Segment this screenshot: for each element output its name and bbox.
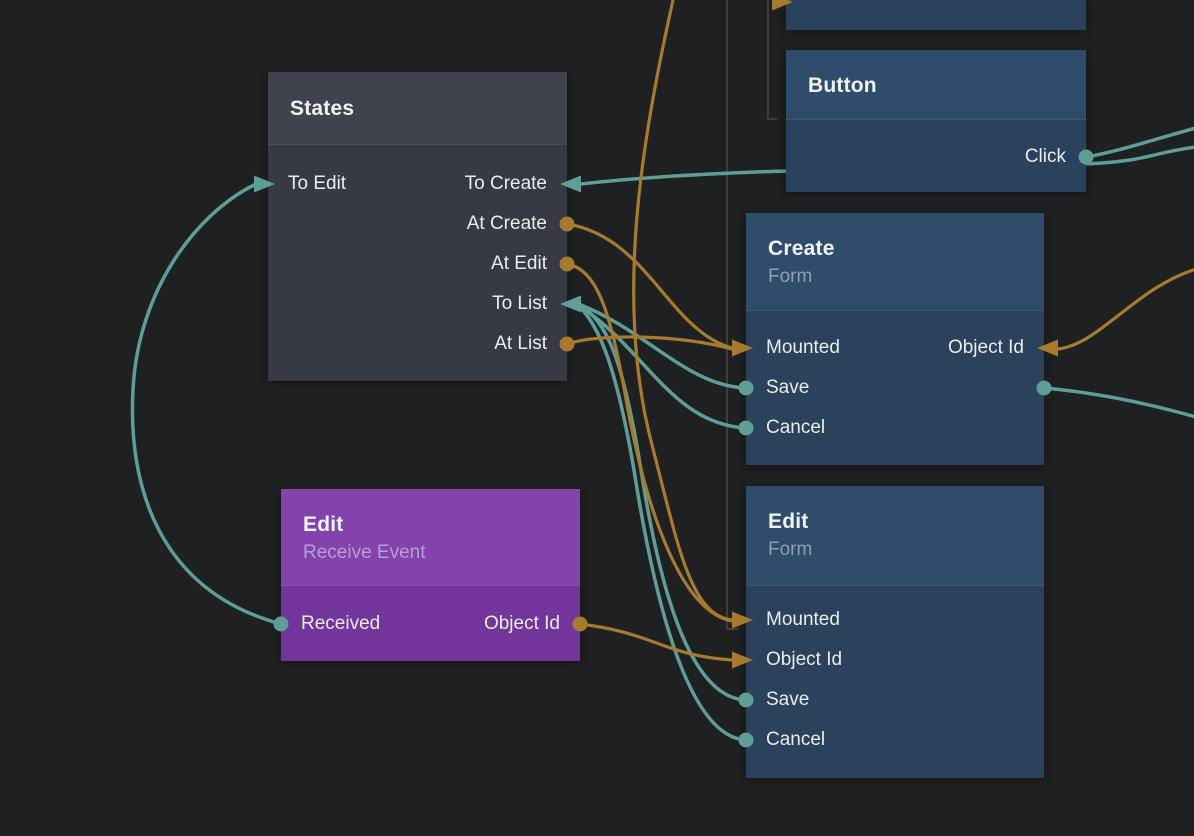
port-states-at-edit[interactable]: At Edit [491,253,547,274]
port-button-click[interactable]: Click [1024,146,1066,167]
wire-received-to-to-edit[interactable] [130,183,283,626]
port-states-at-create[interactable]: At Create [466,213,547,234]
port-edit-form-save[interactable]: Save [766,689,810,710]
wire-at-list-to-create-mounted[interactable] [565,335,734,351]
node-title: Edit [768,510,809,533]
port-edit-form-mounted[interactable]: Mounted [766,609,840,630]
wire-create-cancel-to-to-list[interactable] [579,305,748,430]
wire-click-to-offscreen-right[interactable] [1084,126,1194,159]
wire-objectid-to-edit-objectid[interactable] [578,622,734,662]
port-create-form-cancel[interactable]: Cancel [766,417,826,438]
wire-create-output-to-offscreen-right[interactable] [1042,386,1194,419]
wire-at-create-to-create-mounted[interactable] [565,222,734,350]
node-header[interactable]: Button [786,50,1086,120]
node-subtitle: Receive Event [303,542,426,563]
port-states-at-list[interactable]: At List [494,333,547,354]
wire-create-save-to-to-list[interactable] [579,303,748,390]
wire-at-edit-to-edit-mounted[interactable] [565,262,734,623]
port-states-to-list[interactable]: To List [492,293,547,314]
node-title: Create [768,237,835,260]
port-create-form-object-id[interactable]: Object Id [947,337,1024,358]
port-edit-receive-event-object-id[interactable]: Object Id [483,613,560,634]
wire-edit-save-to-to-list[interactable] [579,303,748,702]
wire-edit-cancel-to-to-list[interactable] [578,305,748,742]
node-top-partial[interactable] [786,0,1086,30]
hierarchy-guide-short [767,0,777,120]
port-create-form-mounted[interactable]: Mounted [766,337,840,358]
node-subtitle: Form [768,539,813,560]
port-states-to-create[interactable]: To Create [464,173,547,194]
node-title: Edit [303,513,344,536]
wire-offscreen-top-to-edit-mounted[interactable] [632,0,734,622]
port-edit-receive-event-received[interactable]: Received [301,613,381,634]
port-edit-form-object-id[interactable]: Object Id [766,649,843,670]
port-edit-form-cancel[interactable]: Cancel [766,729,826,750]
node-title: Button [808,73,877,97]
node-header[interactable]: States [268,72,567,145]
port-states-to-edit[interactable]: To Edit [288,173,347,194]
node-title: States [290,97,355,120]
node-subtitle: Form [768,266,813,287]
hierarchy-guide-long [726,0,739,630]
port-create-form-save[interactable]: Save [766,377,810,398]
wire-offscreen-right-to-create-objectid[interactable] [1056,268,1194,351]
